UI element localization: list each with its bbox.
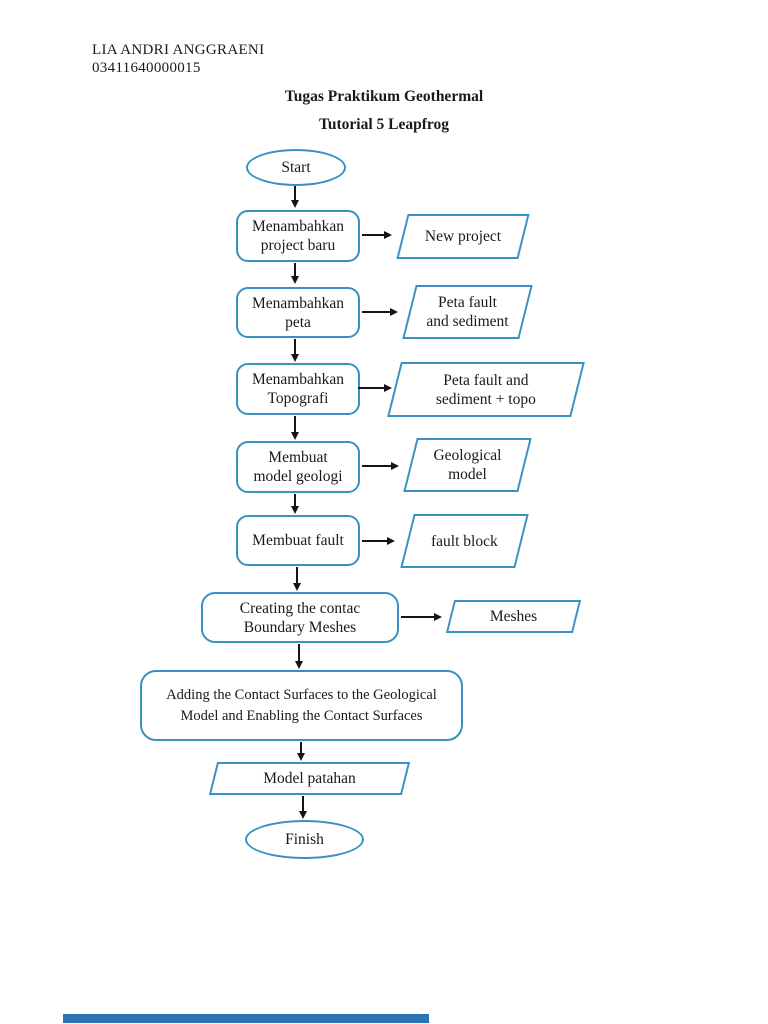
flowchart-node-add-project: Menambahkan project baru bbox=[236, 210, 360, 262]
flowchart-node-geological-model: Geological model bbox=[403, 438, 532, 492]
flowchart-node-creating-contac-boundary-meshes: Creating the contac Boundary Meshes bbox=[201, 592, 399, 643]
node-label: Geological model bbox=[433, 447, 502, 483]
flowchart-node-model-patahan: Model patahan bbox=[208, 762, 411, 795]
flowchart-node-membuat-model-geologi: Membuat model geologi bbox=[236, 441, 360, 493]
node-label: Peta fault and sediment bbox=[426, 294, 509, 330]
arrow-down-icon bbox=[290, 186, 299, 208]
arrow-down-icon bbox=[290, 263, 299, 284]
document-subtitle: Tutorial 5 Leapfrog bbox=[318, 116, 450, 133]
node-label: Menambahkan Topografi bbox=[251, 371, 345, 407]
flowchart-node-add-peta: Menambahkan peta bbox=[236, 287, 360, 338]
node-label: Creating the contac Boundary Meshes bbox=[239, 599, 361, 636]
student-id: 03411640000015 bbox=[92, 60, 201, 76]
flowchart-node-start: Start bbox=[246, 149, 346, 186]
arrow-down-icon bbox=[294, 644, 303, 669]
node-label: fault block bbox=[431, 532, 498, 550]
arrow-down-icon bbox=[290, 339, 299, 362]
flowchart-node-finish: Finish bbox=[245, 820, 364, 859]
node-label: Start bbox=[281, 159, 311, 176]
arrow-down-icon bbox=[290, 494, 299, 514]
node-label: Peta fault and sediment + topo bbox=[435, 371, 536, 408]
node-label: Meshes bbox=[489, 608, 538, 625]
page-bottom-bar bbox=[63, 1014, 429, 1023]
student-name: LIA ANDRI ANGGRAENI bbox=[92, 42, 265, 58]
node-label: Adding the Contact Surfaces to the Geolo… bbox=[166, 686, 437, 724]
arrow-right-icon bbox=[358, 383, 392, 392]
node-label: New project bbox=[424, 228, 502, 245]
node-label: Membuat fault bbox=[252, 532, 344, 549]
flowchart-node-peta-fault-sediment-topo: Peta fault and sediment + topo bbox=[387, 362, 585, 417]
node-label: Finish bbox=[285, 831, 324, 848]
arrow-right-icon bbox=[362, 230, 392, 239]
node-label: Membuat model geologi bbox=[253, 449, 343, 485]
arrow-down-icon bbox=[298, 796, 307, 819]
arrow-right-icon bbox=[362, 536, 395, 545]
arrow-right-icon bbox=[401, 612, 442, 621]
arrow-right-icon bbox=[362, 307, 398, 316]
flowchart-node-meshes: Meshes bbox=[445, 600, 582, 633]
node-label: Menambahkan project baru bbox=[251, 218, 345, 254]
arrow-down-icon bbox=[290, 416, 299, 440]
flowchart-node-add-topografi: Menambahkan Topografi bbox=[236, 363, 360, 415]
arrow-right-icon bbox=[362, 461, 399, 470]
node-label: Menambahkan peta bbox=[251, 294, 345, 331]
flowchart-node-new-project: New project bbox=[396, 214, 530, 259]
arrow-down-icon bbox=[296, 742, 305, 761]
node-label: Model patahan bbox=[263, 770, 356, 787]
flowchart-node-fault-block: fault block bbox=[400, 514, 529, 568]
arrow-down-icon bbox=[292, 567, 301, 591]
document-title: Tugas Praktikum Geothermal bbox=[284, 88, 484, 105]
flowchart-node-peta-fault-sediment: Peta fault and sediment bbox=[402, 285, 533, 339]
flowchart-node-adding-contact-surfaces: Adding the Contact Surfaces to the Geolo… bbox=[140, 670, 463, 741]
flowchart-node-membuat-fault: Membuat fault bbox=[236, 515, 360, 566]
